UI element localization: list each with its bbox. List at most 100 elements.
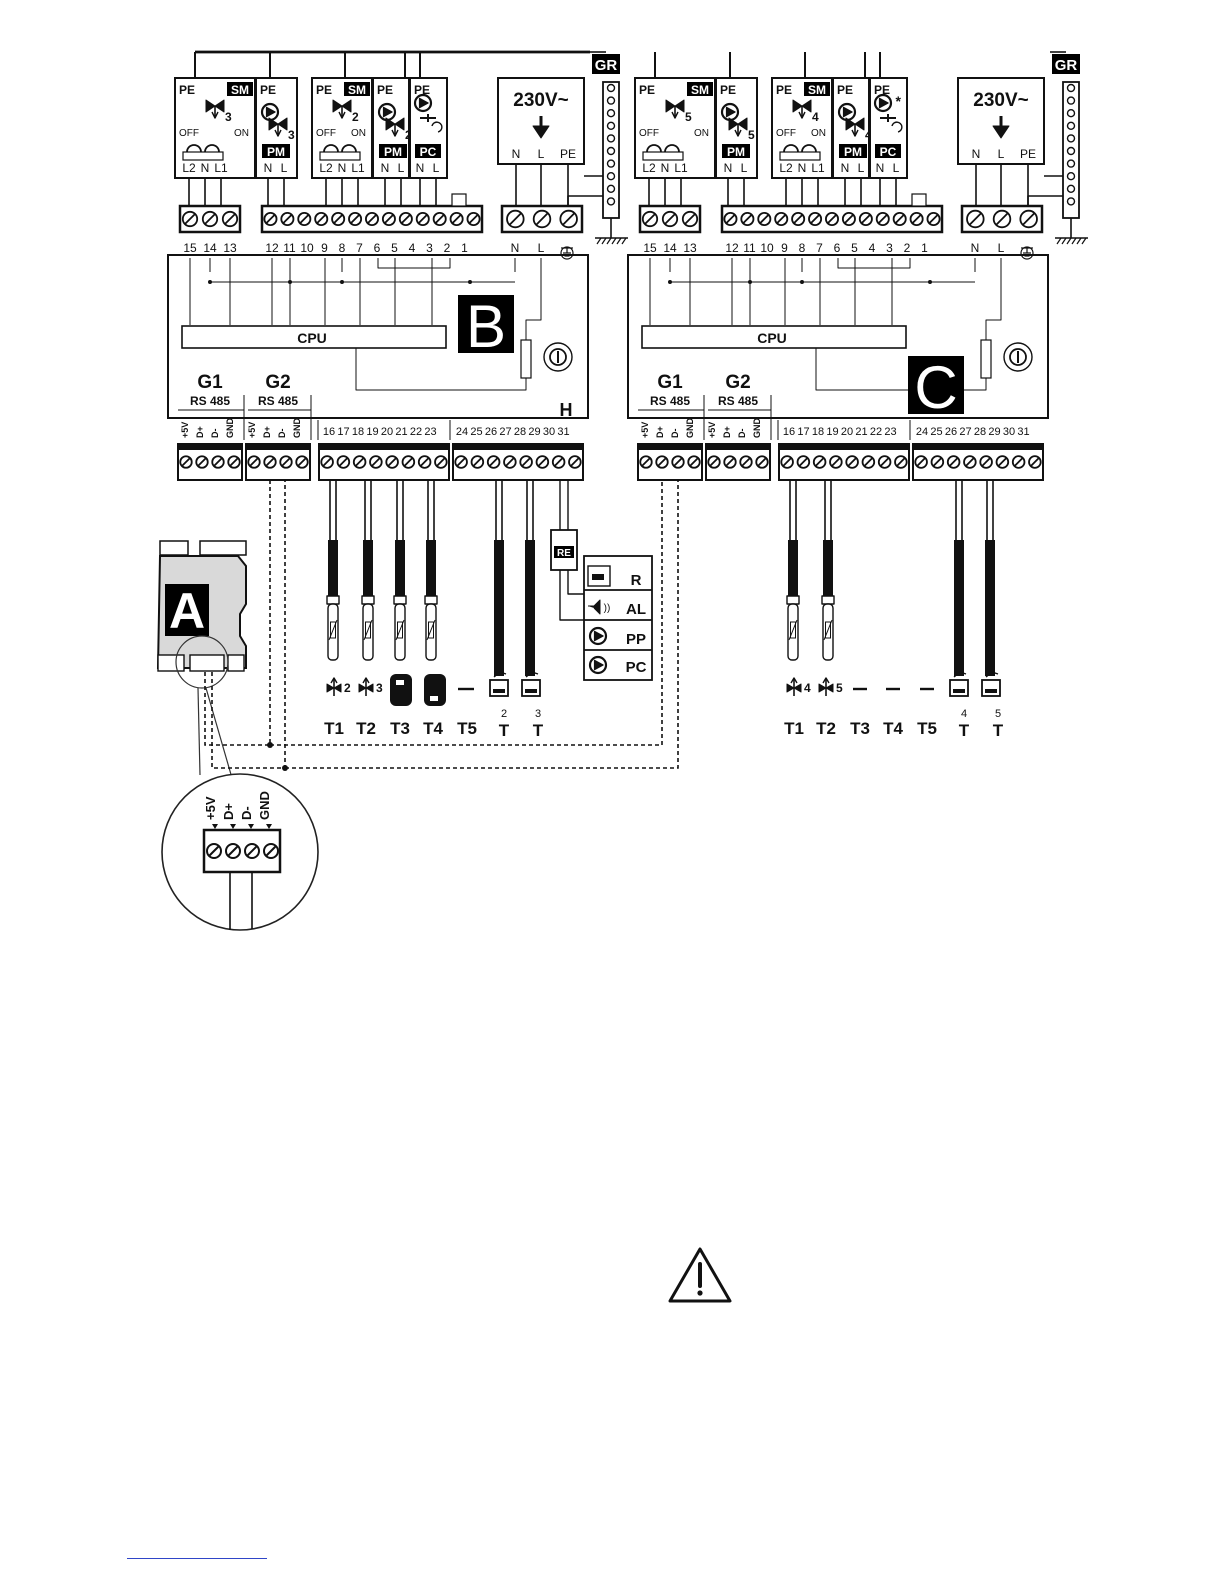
- controller-letter-box: [908, 356, 964, 414]
- power-terminal: PE: [560, 147, 576, 161]
- bottom-terminal-number: 21: [395, 426, 407, 438]
- top-terminal-number: 9: [321, 241, 328, 255]
- g2-bus-label: RS 485: [718, 394, 758, 408]
- off-label: OFF: [776, 128, 796, 139]
- bottom-terminal-number: 22: [410, 426, 422, 438]
- circuit-mark-2: 3: [358, 677, 383, 696]
- g1-pin-label: +5V: [180, 422, 190, 438]
- detail-pin-label: D+: [221, 803, 236, 820]
- pe-label: PE: [874, 83, 890, 97]
- top-terminal-number: 12: [725, 241, 739, 255]
- g2-pin-label: GND: [752, 418, 762, 439]
- top-terminal-number: 4: [409, 241, 416, 255]
- mixer-mark-number: 2: [344, 681, 351, 695]
- bottom-terminal-number: 26: [485, 426, 497, 438]
- g2-pin-label: +5V: [247, 422, 257, 438]
- gr-label: GR: [595, 57, 618, 74]
- g1-bus-label: RS 485: [650, 394, 690, 408]
- top-terminal-number: 2: [444, 241, 451, 255]
- bottom-terminal-number: 29: [528, 426, 540, 438]
- circuit-mark-1: 2: [326, 677, 351, 696]
- thermostat-number: 5: [995, 708, 1001, 720]
- module-terminal: N: [724, 161, 733, 175]
- top-terminal-number: 15: [643, 241, 657, 255]
- top-terminal-number: 4: [869, 241, 876, 255]
- buffer-tank-icon: [424, 674, 446, 706]
- circulation-pump-icon: [413, 93, 433, 113]
- sm-label: SM: [231, 83, 249, 97]
- top-terminal-number: 12: [265, 241, 279, 255]
- thermostat-number: 2: [501, 708, 507, 720]
- thermostat-number: 3: [535, 708, 541, 720]
- sensor-label-t5: T5: [917, 719, 937, 738]
- thermostat-label: T: [959, 721, 970, 740]
- sm-label: SM: [808, 83, 826, 97]
- g1-pin-label: GND: [225, 418, 235, 439]
- mixer-small-icon: 2: [385, 117, 412, 142]
- pump-icon: [260, 102, 280, 122]
- pc-label: PC: [880, 145, 897, 159]
- module-terminal: N: [876, 161, 885, 175]
- g1-pin-label: +5V: [640, 422, 650, 438]
- bottom-terminal-number: 29: [988, 426, 1000, 438]
- mixer-mark-number: 4: [804, 681, 811, 695]
- top-terminal-number: 11: [283, 241, 296, 255]
- g2-pin-label: D-: [737, 429, 747, 439]
- g1-pin-label: D+: [195, 426, 205, 438]
- pe-label: PE: [316, 83, 332, 97]
- circulation-pump-icon: [873, 93, 893, 113]
- mixer-small-icon: 5: [728, 117, 755, 142]
- pm-label: PM: [384, 145, 402, 159]
- g1-pin-label: GND: [685, 418, 695, 439]
- pe-label: PE: [639, 83, 655, 97]
- off-label: OFF: [179, 128, 199, 139]
- bottom-terminal-number: 16: [323, 426, 335, 438]
- mixer-index: 3: [288, 128, 295, 142]
- bottom-terminal-number: 23: [424, 426, 436, 438]
- relay-output-r: R: [631, 572, 642, 589]
- module-terminal: N: [338, 161, 347, 175]
- g2-pin-label: GND: [292, 418, 302, 439]
- mixer-valve-icon: 2: [332, 99, 359, 124]
- bottom-terminal-number: 25: [470, 426, 482, 438]
- sm-label: SM: [691, 83, 709, 97]
- on-label: ON: [811, 128, 826, 139]
- top-terminal-number: 5: [851, 241, 858, 255]
- detail-pin-label: GND: [257, 791, 272, 820]
- room-thermostat-icon-2: [981, 671, 1001, 697]
- thermostat-label: T: [533, 721, 544, 740]
- g2-bus-label: RS 485: [258, 394, 298, 408]
- module-terminal: L: [433, 161, 440, 175]
- top-terminal-number: 6: [374, 241, 381, 255]
- gr-label-box: [592, 54, 620, 74]
- relay-output-pc: PC: [626, 659, 647, 676]
- mixer-index: 5: [685, 110, 692, 124]
- gr-label-box: [1052, 54, 1080, 74]
- cpu-block: [641, 325, 907, 349]
- cpu-label: CPU: [297, 330, 327, 346]
- top-terminal-number: 10: [300, 241, 314, 255]
- thermostat-cable-2: [494, 480, 504, 676]
- bottom-terminal-number: 25: [930, 426, 942, 438]
- top-terminal-number: 5: [391, 241, 398, 255]
- bottom-terminal-number: 17: [797, 426, 809, 438]
- bottom-terminal-number: 19: [826, 426, 838, 438]
- module-terminal: L: [398, 161, 405, 175]
- g2-pin-label: D+: [722, 426, 732, 438]
- pc-pump-icon: [588, 655, 608, 675]
- module-terminal: N: [381, 161, 390, 175]
- sensor-label-t2: T2: [816, 719, 836, 738]
- g1-label: G1: [657, 372, 683, 393]
- top-terminal-number: 1: [461, 241, 468, 255]
- mixer-index: 2: [405, 128, 412, 142]
- relay-output-pp: PP: [626, 631, 646, 648]
- h-label: H: [560, 400, 573, 420]
